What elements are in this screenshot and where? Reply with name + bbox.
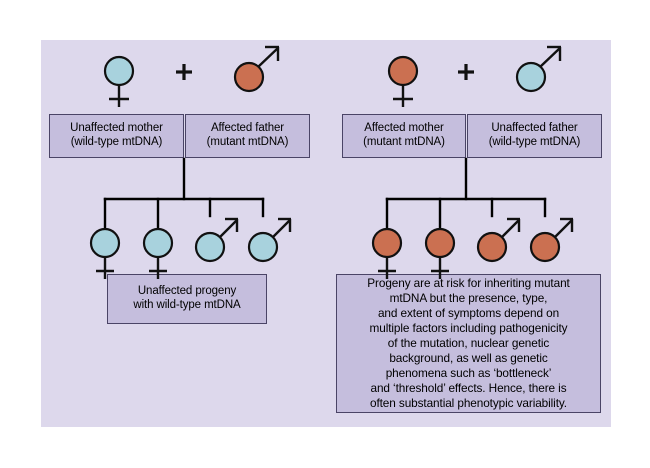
symbol-right-progeny-1-female-affected	[371, 227, 403, 279]
symbol-right-progeny-3-male-affected	[476, 217, 521, 263]
caption-line-6: background, as well as genetic	[389, 351, 548, 366]
caption-line-4: multiple factors including pathogenicity	[369, 320, 568, 335]
label-line-2: (mutant mtDNA)	[363, 136, 445, 148]
label-line-2: (wild-type mtDNA)	[488, 136, 581, 148]
symbol-left-progeny-4-male-unaffected	[247, 217, 292, 263]
label-line-1: Unaffected mother	[70, 122, 163, 135]
label-line-2: (wild-type mtDNA)	[70, 136, 163, 148]
caption-line-7: phenomena such as ‘bottleneck’	[385, 366, 552, 381]
caption-line-9: often substantial phenotypic variability…	[369, 396, 567, 411]
caption-line-2: with wild-type mtDNA	[133, 299, 241, 311]
symbol-left-progeny-3-male-unaffected	[194, 217, 239, 263]
symbol-right-progeny-4-male-affected	[529, 217, 574, 263]
symbol-left-progeny-1-female-unaffected	[89, 227, 121, 279]
caption-box-right-progeny: Progeny are at risk for inheriting mutan…	[336, 274, 601, 413]
label-box-affected-father: Affected father (mutant mtDNA)	[185, 114, 310, 158]
label-line-1: Unaffected father	[491, 122, 578, 135]
caption-line-1: Unaffected progeny	[137, 285, 237, 298]
symbol-left-parent-mother-female-unaffected	[103, 55, 135, 107]
label-box-affected-mother: Affected mother (mutant mtDNA)	[342, 114, 466, 158]
symbol-right-progeny-2-female-affected	[424, 227, 456, 279]
label-box-unaffected-mother: Unaffected mother (wild-type mtDNA)	[49, 114, 184, 158]
symbol-right-parent-mother-female-affected	[387, 55, 419, 107]
label-line-2: (mutant mtDNA)	[206, 136, 289, 148]
pedigree-lines-right	[385, 157, 547, 231]
symbol-right-parent-father-male-unaffected	[515, 45, 562, 93]
pedigree-graphics	[89, 45, 574, 279]
label-box-unaffected-father: Unaffected father (wild-type mtDNA)	[467, 114, 602, 158]
caption-box-left-progeny: Unaffected progeny with wild-type mtDNA	[107, 274, 267, 324]
diagram-panel: Unaffected mother (wild-type mtDNA) Affe…	[41, 40, 611, 427]
caption-line-5: of the mutation, nuclear genetic	[387, 335, 550, 350]
caption-line-8: and ‘threshold’ effects. Hence, there is	[370, 381, 567, 396]
cross-symbol-left	[176, 64, 192, 80]
caption-line-1: Progeny are at risk for inheriting mutan…	[367, 275, 570, 290]
caption-line-2: mtDNA but the presence, type,	[389, 290, 548, 305]
pedigree-lines-left	[103, 157, 265, 231]
label-line-1: Affected father	[210, 122, 285, 135]
symbol-left-parent-father-male-affected	[233, 45, 280, 93]
symbol-left-progeny-2-female-unaffected	[142, 227, 174, 279]
label-line-1: Affected mother	[364, 122, 444, 135]
cross-symbol-right	[458, 64, 474, 80]
caption-line-3: and extent of symptoms depend on	[377, 305, 560, 320]
